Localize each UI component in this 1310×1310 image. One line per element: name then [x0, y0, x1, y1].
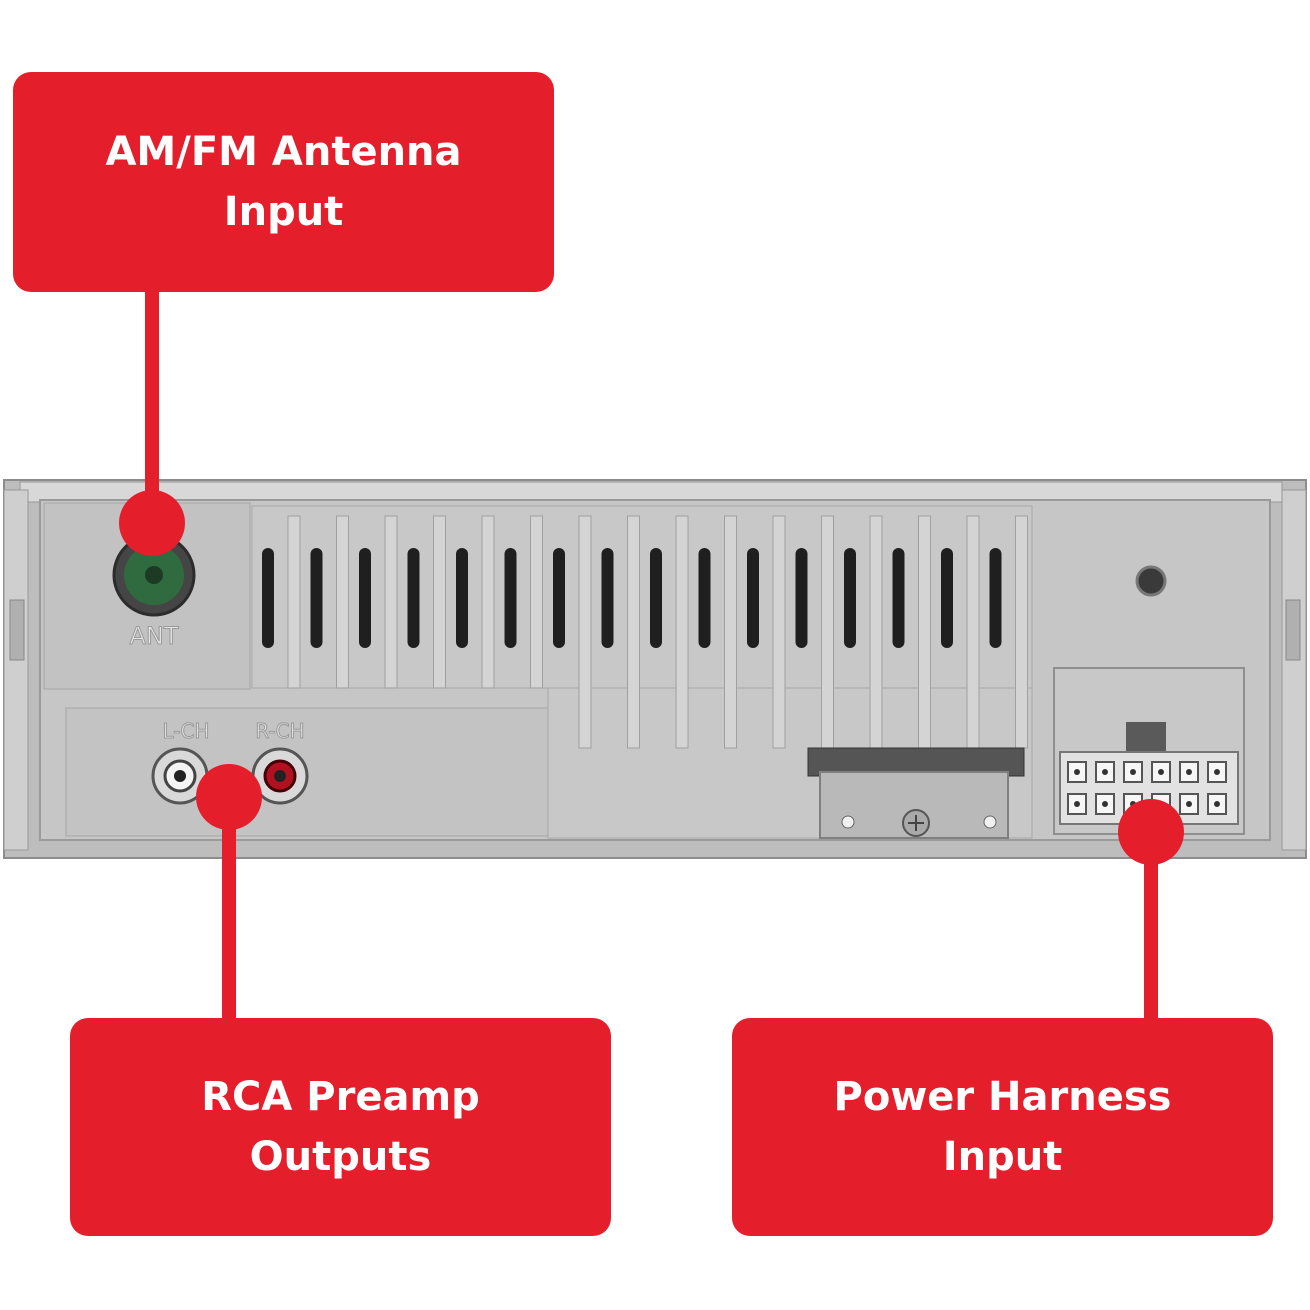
rca-left-center: [174, 770, 186, 782]
harness-pin-contact: [1214, 801, 1220, 807]
harness-key: [1126, 722, 1166, 752]
callout-antenna-input: AM/FM Antenna Input: [13, 72, 554, 292]
vent-slot: [310, 548, 323, 648]
callout-rca-outputs: RCA Preamp Outputs: [70, 1018, 611, 1236]
vent-ridge: [918, 515, 931, 749]
chassis-side-left: [3, 489, 29, 851]
vent-slot: [262, 548, 274, 648]
vent-ridge: [578, 515, 592, 749]
vent-slot: [989, 548, 1002, 648]
right-channel-label: R-CH: [255, 719, 304, 743]
vent-ridge: [869, 515, 883, 749]
harness-pin-contact: [1102, 801, 1108, 807]
right-tab: [1285, 599, 1301, 661]
vent-slot: [650, 548, 662, 648]
callout-antenna-line2: Input: [223, 189, 344, 235]
callout-power-line1: Power Harness: [833, 1074, 1172, 1120]
vent-ridge: [627, 515, 640, 749]
callout-rca-line2: Outputs: [249, 1134, 432, 1180]
rca-leader-dot: [196, 764, 262, 830]
vent-ridge: [336, 515, 349, 689]
callout-rca-line1: RCA Preamp: [201, 1074, 480, 1120]
vent-ridge: [1015, 515, 1028, 749]
vent-ridge: [966, 515, 980, 749]
power-leader-dot: [1118, 799, 1184, 865]
vent-slot: [456, 548, 468, 648]
harness-pin-contact: [1186, 769, 1192, 775]
antenna-leader-dot: [119, 490, 185, 556]
harness-pin-contact: [1074, 801, 1080, 807]
antenna-panel-label: ANT: [129, 622, 178, 650]
vent-slot: [601, 548, 614, 648]
vent-ridge: [530, 515, 543, 689]
bracket-hole-left: [841, 815, 855, 829]
callout-antenna-line1: AM/FM Antenna: [105, 129, 462, 175]
vent-ridge: [433, 515, 446, 689]
rca-right-center: [274, 770, 286, 782]
mounting-hole: [1135, 565, 1167, 597]
vent-slot: [747, 548, 759, 648]
vent-ridge: [772, 515, 786, 749]
vent-slot: [844, 548, 856, 648]
vent-slot: [698, 548, 711, 648]
bracket-hole-right: [983, 815, 997, 829]
vent-slot: [359, 548, 371, 648]
vent-ridge: [675, 515, 689, 749]
harness-pin-contact: [1186, 801, 1192, 807]
antenna-jack-pin: [145, 566, 163, 584]
vent-slot: [553, 548, 565, 648]
vent-ridge: [384, 515, 398, 689]
vent-slot: [407, 548, 420, 648]
chassis-side-right: [1281, 489, 1307, 851]
harness-pin-contact: [1074, 769, 1080, 775]
vent-slot: [795, 548, 808, 648]
callout-power-line2: Input: [942, 1134, 1063, 1180]
harness-pin-contact: [1214, 769, 1220, 775]
vent-slot: [892, 548, 905, 648]
vent-ridge: [821, 515, 834, 749]
vent-slots: [262, 515, 1028, 749]
harness-pin-contact: [1130, 769, 1136, 775]
left-tab: [9, 599, 25, 661]
vent-ridge: [481, 515, 495, 689]
vent-ridge: [724, 515, 737, 749]
harness-pin-contact: [1102, 769, 1108, 775]
vent-slot: [504, 548, 517, 648]
vent-slot: [941, 548, 953, 648]
left-channel-label: L-CH: [162, 719, 209, 743]
callout-power-harness: Power Harness Input: [732, 1018, 1273, 1236]
vent-ridge: [287, 515, 301, 689]
harness-pin-contact: [1158, 769, 1164, 775]
